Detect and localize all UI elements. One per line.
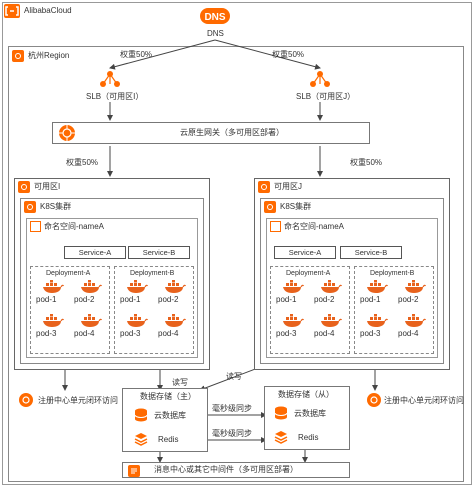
storage-primary-db: 云数据库 (154, 411, 186, 420)
zone-i-k8s-icon (24, 201, 36, 213)
zone-j-deployment-a-label: Deployment-A (286, 270, 331, 277)
zone-j-label: 可用区J (274, 182, 302, 191)
registry-left-icon (18, 392, 34, 408)
zone-j-service-a[interactable]: Service-A (274, 246, 336, 259)
region-label: 杭州Region (28, 51, 70, 60)
zone-i-deployment-a-label: Deployment-A (46, 270, 91, 277)
zone-j-deployment-b-label: Deployment-B (370, 270, 415, 277)
storage-secondary-redis: Redis (298, 433, 319, 442)
pod-label: pod-4 (74, 329, 95, 338)
zone-i-icon (18, 181, 30, 193)
zone-i-label: 可用区I (34, 182, 61, 191)
docker-whale-icon (320, 280, 343, 294)
slb-right-icon (310, 70, 330, 88)
docker-whale-icon (404, 314, 427, 328)
pod-label: pod-2 (398, 295, 419, 304)
registry-right-icon (366, 392, 382, 408)
pod-label: pod-3 (276, 329, 297, 338)
docker-whale-icon (126, 314, 149, 328)
storage-primary-redis-icon (134, 432, 148, 446)
pod-label: pod-1 (36, 295, 57, 304)
pod-label: pod-4 (314, 329, 335, 338)
docker-whale-icon (164, 280, 187, 294)
mq-label: 消息中心或其它中间件（多可用区部署） (154, 465, 298, 474)
dns-logo-text: DNS (204, 12, 225, 23)
pod-label: pod-4 (398, 329, 419, 338)
storage-secondary-db-icon (274, 406, 288, 420)
sync-db-label: 毫秒级同步 (212, 404, 252, 413)
sync-cache-label: 毫秒级同步 (212, 429, 252, 438)
docker-whale-icon (282, 280, 305, 294)
zone-i-deployment-b-label: Deployment-B (130, 270, 175, 277)
pod-label: pod-4 (158, 329, 179, 338)
storage-primary-title: 数据存储（主） (140, 392, 196, 401)
zone-j-cluster-label: K8S集群 (280, 202, 312, 211)
registry-left-label: 注册中心单元闭环访问 (38, 396, 118, 405)
pod-label: pod-3 (36, 329, 57, 338)
zone-j-service-b[interactable]: Service-B (340, 246, 402, 259)
docker-whale-icon (404, 280, 427, 294)
pod-label: pod-1 (360, 295, 381, 304)
storage-primary-db-icon (134, 408, 148, 422)
storage-primary-redis: Redis (158, 435, 179, 444)
gateway-icon (58, 124, 76, 142)
zone-i-namespace-label: 命名空间-nameA (44, 222, 105, 231)
zone-i-service-a[interactable]: Service-A (64, 246, 126, 259)
alibaba-cloud-logo-icon (4, 4, 20, 18)
slb-left-label: SLB（可用区I） (86, 92, 144, 101)
storage-secondary-redis-icon (274, 430, 288, 444)
zone-j-deployment-a (270, 266, 350, 354)
cloud-label: AlibabaCloud (24, 6, 72, 15)
pod-label: pod-2 (314, 295, 335, 304)
region-icon (12, 50, 24, 62)
weight-dns-left: 权重50% (120, 50, 153, 59)
dns-label: DNS (207, 29, 224, 38)
zone-j-namespace-icon (270, 221, 281, 232)
pod-label: pod-3 (120, 329, 141, 338)
docker-whale-icon (320, 314, 343, 328)
docker-whale-icon (80, 314, 103, 328)
slb-left-icon (100, 70, 120, 88)
docker-whale-icon (164, 314, 187, 328)
docker-whale-icon (42, 280, 65, 294)
pod-label: pod-1 (120, 295, 141, 304)
docker-whale-icon (282, 314, 305, 328)
zone-i-service-b[interactable]: Service-B (128, 246, 190, 259)
zone-j-k8s-icon (264, 201, 276, 213)
zone-j-namespace-label: 命名空间-nameA (284, 222, 345, 231)
docker-whale-icon (80, 280, 103, 294)
mq-icon (128, 464, 140, 477)
pod-label: pod-2 (158, 295, 179, 304)
dns-logo-icon: DNS (200, 6, 230, 26)
storage-secondary-db: 云数据库 (294, 409, 326, 418)
readwrite-right: 读写 (226, 372, 242, 381)
docker-whale-icon (366, 280, 389, 294)
pod-label: pod-2 (74, 295, 95, 304)
docker-whale-icon (366, 314, 389, 328)
slb-right-label: SLB（可用区J） (296, 92, 356, 101)
gateway-label: 云原生网关（多可用区部署） (180, 128, 284, 137)
zone-j-icon (258, 181, 270, 193)
zone-i-deployment-b (114, 266, 194, 354)
zone-j-deployment-b (354, 266, 434, 354)
weight-dns-right: 权重50% (272, 50, 305, 59)
registry-right-label: 注册中心单元闭环访问 (384, 396, 464, 405)
pod-label: pod-1 (276, 295, 297, 304)
gateway-box (52, 122, 370, 144)
readwrite-left: 读写 (172, 378, 188, 387)
mq-box (122, 462, 350, 478)
zone-i-cluster-label: K8S集群 (40, 202, 72, 211)
docker-whale-icon (42, 314, 65, 328)
zone-i-deployment-a (30, 266, 110, 354)
docker-whale-icon (126, 280, 149, 294)
weight-gw-right: 权重50% (350, 158, 383, 167)
storage-secondary-title: 数据存储（从） (278, 390, 334, 399)
weight-gw-left: 权重50% (66, 158, 99, 167)
zone-i-namespace-icon (30, 221, 41, 232)
pod-label: pod-3 (360, 329, 381, 338)
